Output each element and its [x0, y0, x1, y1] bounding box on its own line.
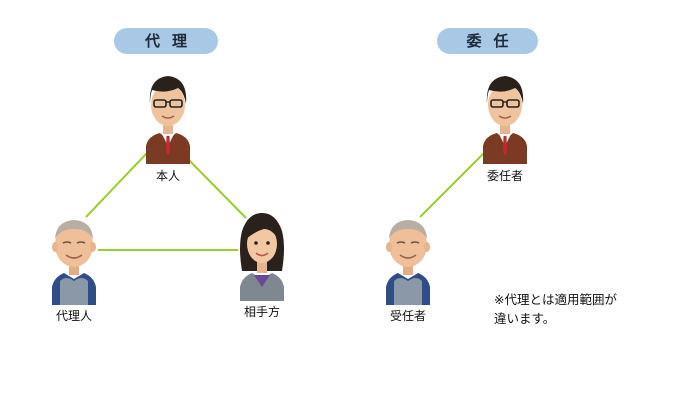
mandatary-label: 受任者 — [389, 309, 426, 323]
agent-person-icon — [52, 220, 96, 305]
principal-label: 本人 — [155, 169, 180, 183]
mandator-label: 委任者 — [486, 169, 523, 183]
mandator-person-icon — [483, 76, 527, 164]
mandate-title: 委任 — [437, 28, 538, 54]
counterparty-person-icon — [240, 213, 284, 301]
scope-note-line-2: 違います。 — [494, 311, 556, 326]
scope-note-line-1: ※代理とは適用範囲が — [494, 292, 617, 307]
agent-label: 代理人 — [55, 309, 92, 323]
mandator-mandatary-line — [419, 152, 485, 218]
principal-person-icon — [146, 76, 190, 164]
scope-note: ※代理とは適用範囲が 違います。 — [494, 290, 664, 328]
mandatary-person-icon — [386, 220, 430, 305]
principal-counterparty-line — [181, 152, 247, 219]
agency-title: 代理 — [114, 28, 218, 54]
principal-agent-line — [85, 152, 148, 218]
counterparty-label: 相手方 — [243, 305, 280, 319]
